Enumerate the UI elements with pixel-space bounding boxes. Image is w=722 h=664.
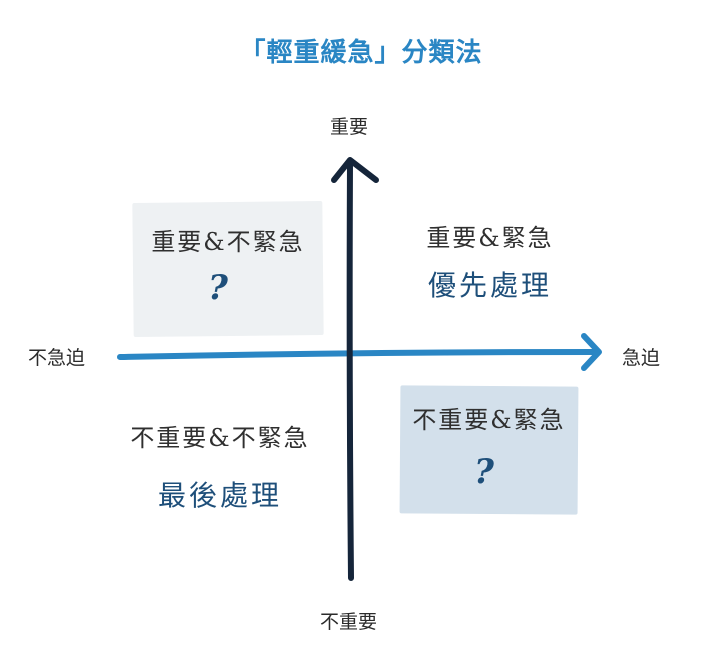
quadrant-top-left-heading: 重要&不緊急 — [151, 228, 305, 256]
vertical-axis-line — [346, 159, 354, 581]
quadrant-bottom-right-heading: 不重要&緊急 — [412, 406, 566, 434]
quadrant-top-left-question-mark: ? — [208, 268, 228, 308]
quadrant-bottom-right-question-mark: ? — [474, 452, 494, 492]
vertical-axis-arrowhead — [331, 157, 379, 183]
horizontal-axis-arrowhead — [581, 333, 602, 371]
axis-label-top: 重要 — [330, 116, 369, 138]
quadrant-bottom-left-action: 最後處理 — [157, 479, 282, 512]
horizontal-axis-line — [117, 349, 599, 360]
diagram-title: 「輕重緩急」分類法 — [239, 38, 483, 68]
quadrant-top-right-action: 優先處理 — [427, 269, 552, 302]
axis-label-bottom: 不重要 — [320, 611, 378, 633]
axis-label-right: 急迫 — [622, 347, 661, 369]
axis-label-left: 不急迫 — [28, 347, 86, 369]
quadrant-top-right-heading: 重要&緊急 — [426, 224, 554, 252]
quadrant-bottom-left-heading: 不重要&不緊急 — [130, 424, 310, 452]
